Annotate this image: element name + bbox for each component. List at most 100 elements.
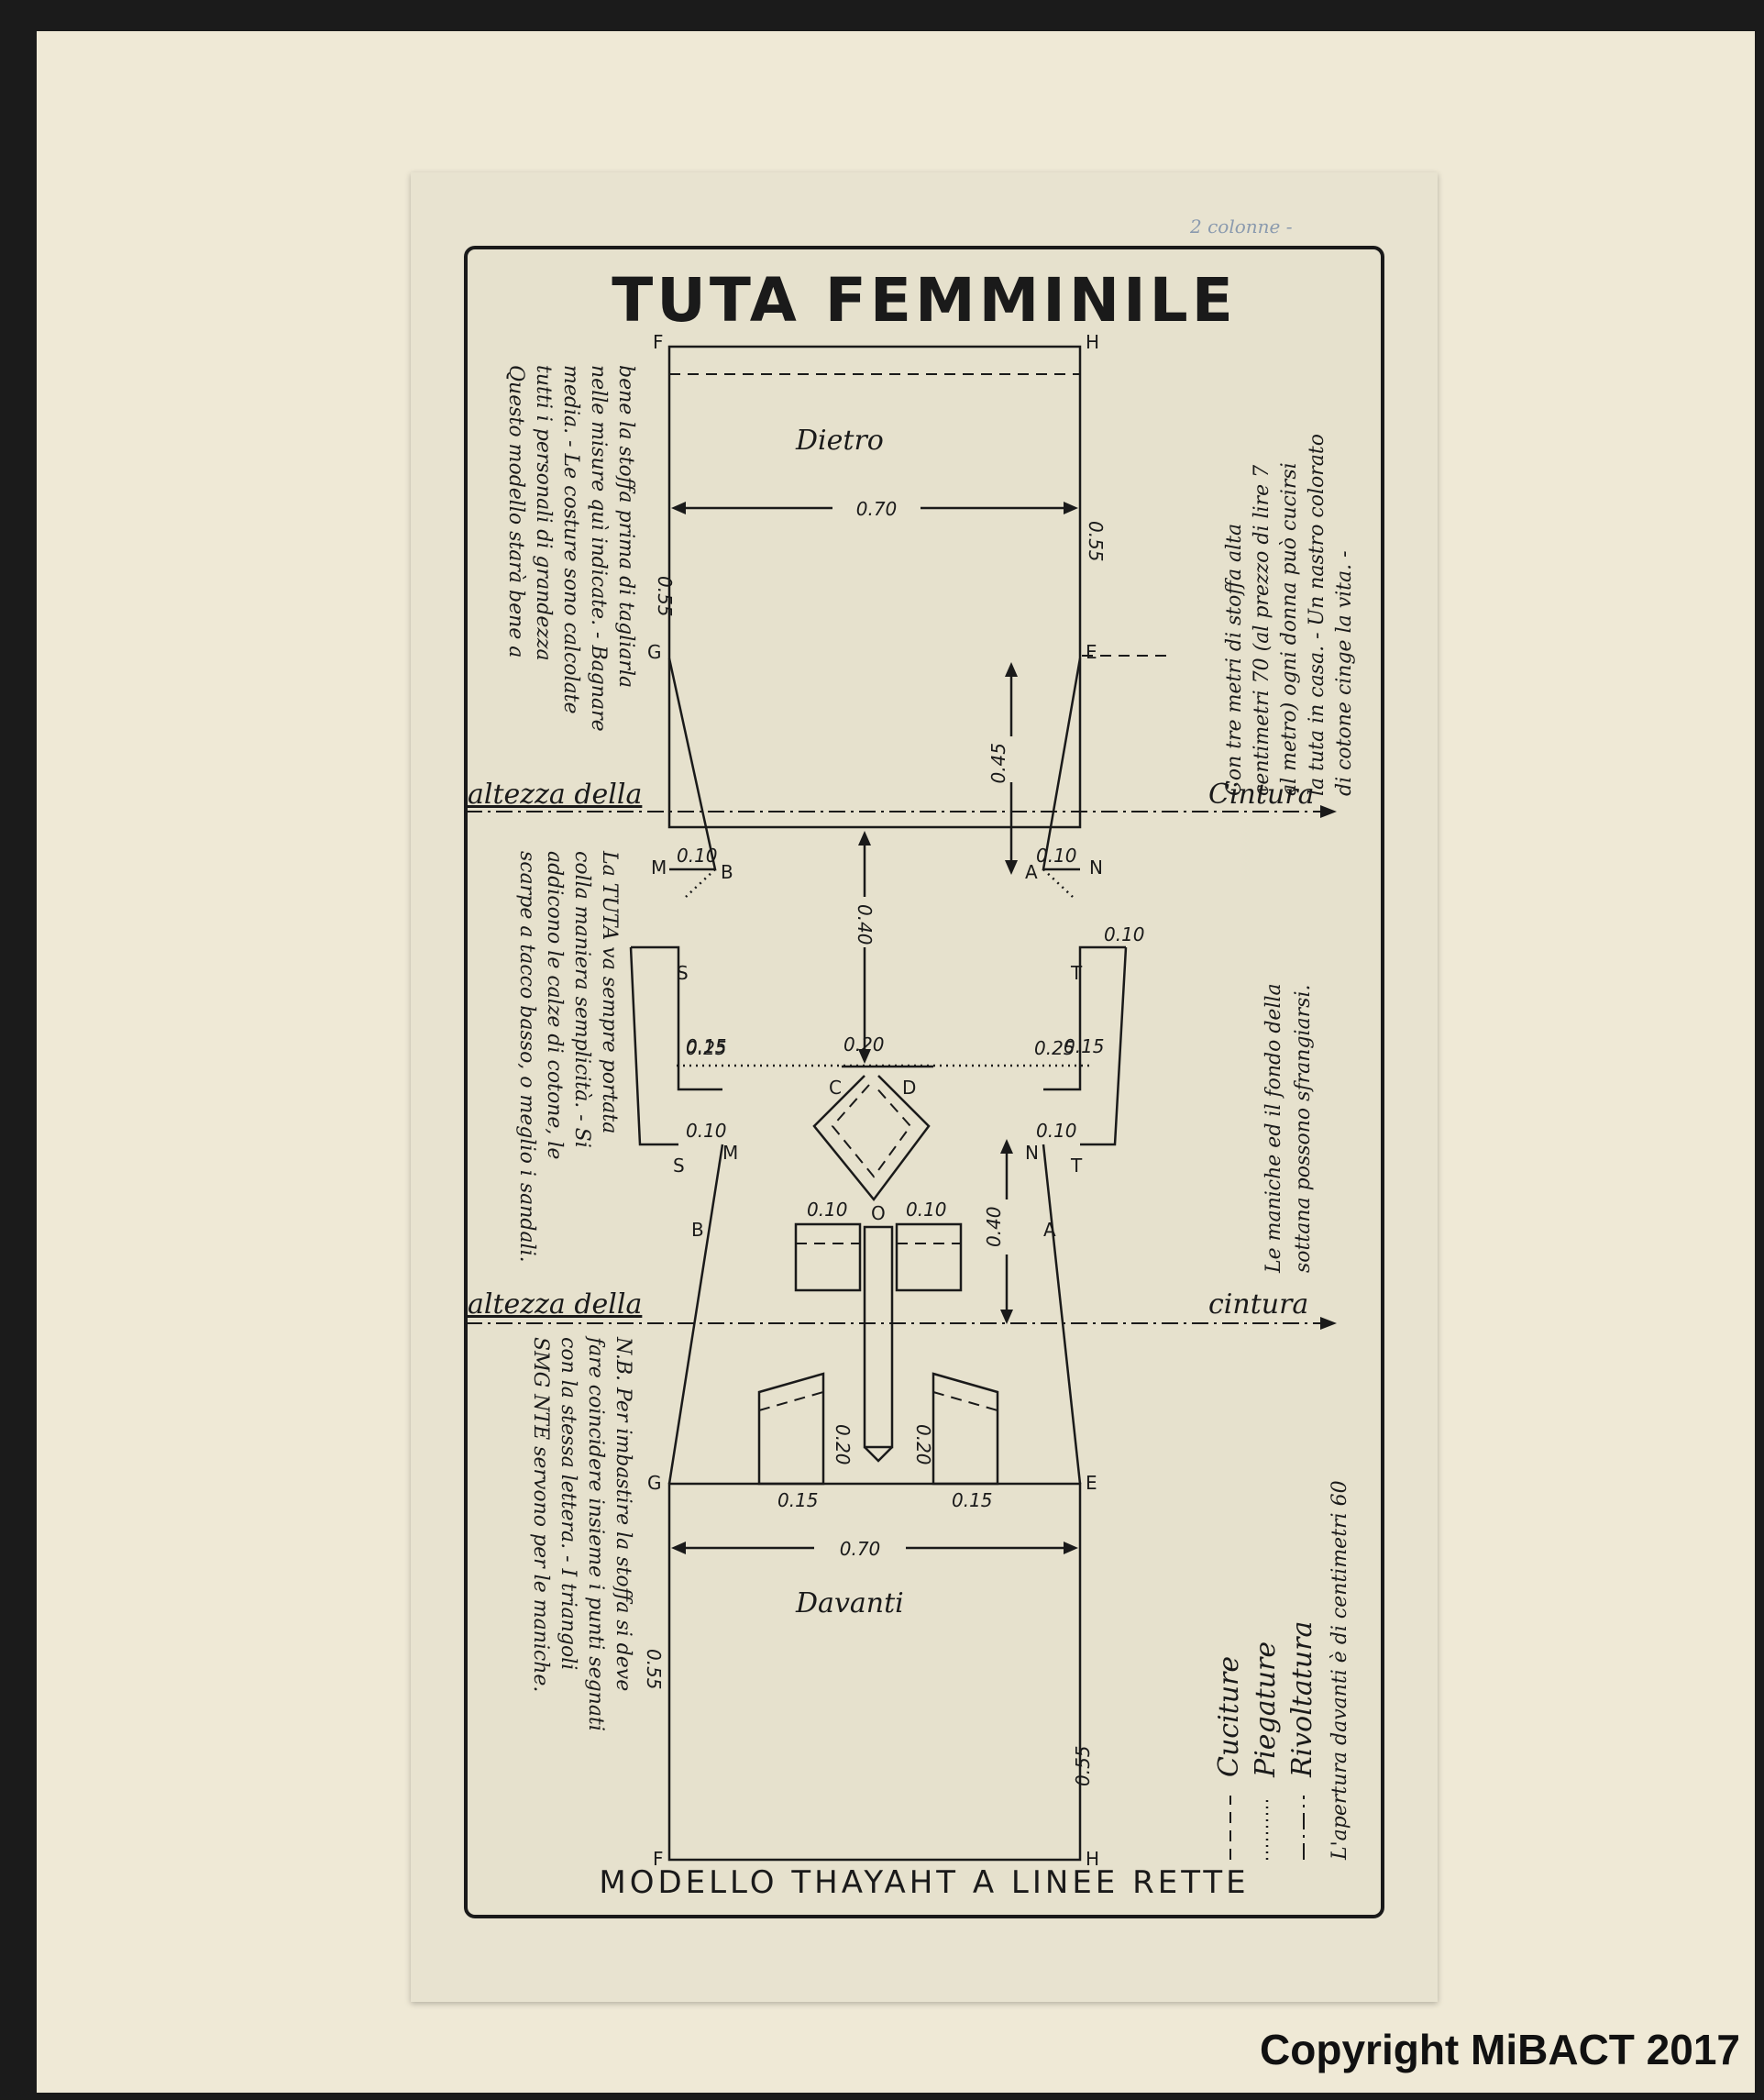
svg-text:Con tre metri di stoffa alta: Con tre metri di stoffa alta — [1223, 524, 1246, 796]
arrow-head — [1000, 1310, 1013, 1324]
m025-right: 0.25 — [1034, 1037, 1075, 1059]
point-t-bottom: T — [1070, 1155, 1083, 1177]
arrow-head — [1005, 860, 1018, 875]
svg-text:SMG NTE servono per le maniche: SMG NTE servono per le maniche. — [529, 1337, 552, 1692]
waist-label-left: altezza della — [468, 779, 642, 811]
svg-text:al metro) ogni donna può cucir: al metro) ogni donna può cucirsi — [1278, 462, 1301, 796]
arrow-head — [671, 1542, 686, 1554]
skirt-right-edge — [1042, 1144, 1082, 1485]
arrow-head — [858, 831, 871, 846]
point-s-bottom: S — [673, 1155, 685, 1177]
pocket-left — [794, 1222, 862, 1292]
fold-right — [1042, 868, 1074, 898]
svg-text:media. - Le costure sono calco: media. - Le costure sono calcolate — [559, 365, 582, 714]
arrow-head — [1064, 502, 1078, 514]
m010-bottom-left: 0.10 — [686, 1120, 727, 1142]
svg-text:la tuta in casa. - Un nastro c: la tuta in casa. - Un nastro colorato — [1306, 434, 1329, 796]
note-right-1: Con tre metri di stoffa alta centimetri … — [1223, 434, 1356, 796]
m010-pocket-left: 0.10 — [807, 1199, 848, 1221]
pattern-card: 2 colonne - TUTA FEMMINILE Dietro 0.70 F… — [411, 172, 1438, 2002]
m010-bottom-right: 0.10 — [1036, 1120, 1077, 1142]
legend: Cuciture Piegature Rivoltatura L'apertur… — [1213, 1480, 1351, 1861]
card-border — [464, 246, 1384, 1918]
point-d: D — [902, 1077, 916, 1099]
point-e-back: E — [1086, 641, 1097, 663]
pencil-note: 2 colonne - — [1189, 216, 1293, 238]
m010-right: 0.10 — [1036, 845, 1077, 867]
m010-left: 0.10 — [677, 845, 718, 867]
note-left-3: N.B. Per imbastire la stoffa si deve far… — [529, 1335, 634, 1731]
point-h-bottom: H — [1086, 1848, 1099, 1870]
point-c: C — [829, 1077, 842, 1099]
arrow-head — [1005, 662, 1018, 677]
point-n-top: N — [1089, 857, 1103, 879]
back-width-label: 0.70 — [856, 498, 898, 520]
m015-right: 0.15 — [1064, 1035, 1105, 1057]
svg-text:sottana possono sfrangiarsi.: sottana possono sfrangiarsi. — [1292, 985, 1315, 1273]
svg-text:Le maniche ed il fondo della: Le maniche ed il fondo della — [1262, 983, 1285, 1274]
placket-point — [864, 1446, 893, 1463]
sleeve-left-lower — [629, 946, 678, 1146]
m015-piece-left: 0.15 — [777, 1489, 819, 1511]
m040-bottom-label: 0.40 — [983, 1206, 1005, 1247]
point-a-top: A — [1025, 861, 1038, 883]
point-m-top: M — [651, 857, 667, 879]
back-side-left-label: 0.55 — [654, 576, 676, 617]
front-placket — [863, 1225, 894, 1449]
svg-text:Questo modello starà bene a: Questo modello starà bene a — [504, 365, 527, 658]
m015-left: 0.15 — [686, 1035, 727, 1057]
point-o: O — [871, 1202, 886, 1224]
point-m-bottom: M — [722, 1142, 738, 1164]
note-right-2: Le maniche ed il fondo della sottana pos… — [1262, 983, 1315, 1274]
point-t-top: T — [1070, 962, 1083, 984]
point-f-bottom: F — [653, 1848, 664, 1870]
point-a-bottom: A — [1043, 1219, 1056, 1241]
legend-note: L'apertura davanti è di centimetri 60 — [1329, 1480, 1351, 1861]
legend-item-piegature: Piegature — [1250, 1641, 1282, 1860]
front-panel — [667, 1482, 1082, 1862]
sleeve-left-upper — [631, 945, 722, 1091]
diagram-title: TUTA FEMMINILE — [612, 265, 1237, 336]
svg-text:tutti i personali di grandezza: tutti i personali di grandezza — [532, 365, 555, 661]
point-g-front: G — [647, 1472, 662, 1494]
m020-piece-right: 0.20 — [912, 1424, 934, 1465]
svg-text:colla maniera semplicità. - Si: colla maniera semplicità. - Si — [570, 851, 593, 1148]
arrow-head — [858, 1049, 871, 1064]
svg-text:fare coincidere insieme i punt: fare coincidere insieme i punti segnati — [584, 1335, 607, 1731]
skirt-left-edge — [667, 1144, 724, 1485]
arrow-head — [671, 502, 686, 514]
sleeve-right-lower — [1080, 946, 1128, 1146]
waist-label-left-2: altezza della — [468, 1288, 642, 1321]
sleeve-right-upper — [1043, 945, 1126, 1091]
back-panel — [667, 345, 1082, 829]
copyright-watermark: Copyright MiBACT 2017 — [1260, 2026, 1740, 2073]
point-g-back: G — [647, 641, 662, 663]
svg-text:con la stessa lettera. - I tri: con la stessa lettera. - I triangoli — [557, 1337, 579, 1670]
arrow-head — [1064, 1542, 1078, 1554]
sewing-pattern-diagram: 2 colonne - TUTA FEMMINILE Dietro 0.70 F… — [411, 172, 1438, 2002]
note-left-1: Questo modello starà bene a tutti i pers… — [504, 365, 637, 732]
collar-seam — [831, 1084, 912, 1178]
point-f-top: F — [653, 331, 664, 353]
point-e-front: E — [1086, 1472, 1097, 1494]
svg-text:di cotone cinge la vita. -: di cotone cinge la vita. - — [1333, 550, 1356, 796]
footer-caption: MODELLO THAYAHT A LINEE RETTE — [599, 1864, 1249, 1901]
svg-text:La TUTA va sempre portata: La TUTA va sempre portata — [598, 850, 621, 1133]
arrow-head — [1320, 1317, 1337, 1330]
point-h-top: H — [1086, 331, 1099, 353]
point-n-bottom: N — [1025, 1142, 1039, 1164]
front-width-label: 0.70 — [840, 1538, 881, 1560]
back-label: Dietro — [795, 425, 884, 457]
point-b-bottom: B — [691, 1219, 704, 1241]
collar-outer — [812, 1075, 931, 1202]
arrow-head — [1000, 1139, 1013, 1154]
m025-left: 0.25 — [686, 1037, 727, 1059]
svg-text:bene la stoffa prima di taglia: bene la stoffa prima di tagliarla — [614, 365, 637, 688]
point-s-top: S — [677, 962, 689, 984]
m045-label: 0.45 — [987, 743, 1009, 784]
m015-piece-right: 0.15 — [952, 1489, 993, 1511]
note-left-2: La TUTA va sempre portata colla maniera … — [515, 850, 621, 1263]
arrow-head — [1320, 805, 1337, 818]
waist-label-right: Cintura — [1208, 779, 1314, 811]
front-side-left-label: 0.55 — [643, 1649, 665, 1690]
